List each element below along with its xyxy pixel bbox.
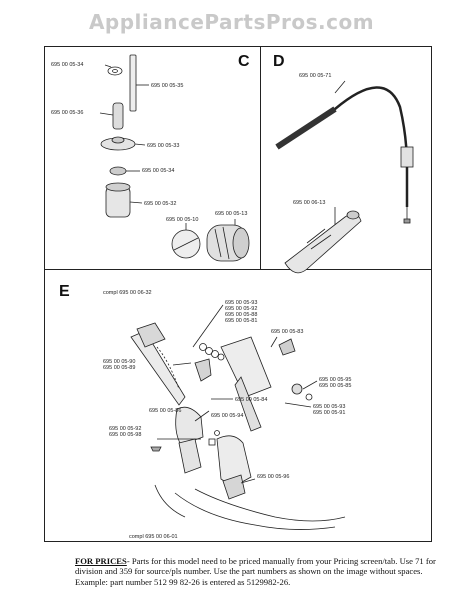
e-clip [278,338,296,356]
pricing-note-lead: FOR PRICES [75,556,127,566]
d-housing [284,213,362,274]
parts-illustration [99,54,414,530]
e-part-number: 695 00 05-88 [225,312,258,318]
pricing-note: FOR PRICES- Parts for this model need to… [75,556,455,587]
e-part-number: 695 00 05-92 [225,306,258,312]
e-nut [214,430,220,436]
c-part-number: 695 00 05-10 [166,217,199,223]
section-letter-d: D [273,53,285,70]
pricing-note-text: - Parts for this model need to be priced… [75,556,436,587]
c-sleeve [112,102,124,130]
e-grip-top [175,406,204,446]
c-part-number: 695 00 05-33 [147,143,180,149]
section-letter-c: C [238,53,250,70]
e-part-number: 695 00 05-96 [257,474,290,480]
site-watermark: AppliancePartsPros.com [88,10,375,34]
section-letter-e: E [59,283,70,300]
section-divider-horizontal [45,269,431,270]
c-part-number: 695 00 05-35 [151,83,184,89]
e-part-number: 695 00 05-98 [109,432,142,438]
e-part-number: 695 00 05-81 [225,318,258,324]
e-part-number: 695 00 05-84 [235,397,268,403]
e-part-number: 695 00 05-91 [313,410,346,416]
d-part-number: 695 00 06-13 [293,200,326,206]
section-divider-vertical [260,47,261,270]
e-trigger [194,358,212,382]
d-flex-shaft [276,86,409,207]
c-part-number: 695 00 05-34 [51,62,84,68]
c-part-number: 695 00 05-34 [142,168,175,174]
c-rod [129,54,137,112]
e-kit-label-bottom: compl 695 00 06-01 [129,534,178,540]
e-kit-label-top: compl 695 00 06-32 [103,290,152,296]
e-part-number: 695 00 05-94 [211,413,244,419]
e-plate [220,336,272,398]
e-part-number: 695 00 05-83 [271,329,304,335]
e-part-number: 695 00 05-89 [103,365,136,371]
e-cable-1 [194,488,346,522]
e-part-number: 695 00 05-92 [109,426,142,432]
c-part-number: 695 00 05-32 [144,201,177,207]
d-part-number: 695 00 05-71 [299,73,332,79]
e-part-number: 695 00 05-90 [103,359,136,365]
c-cup [105,186,131,218]
c-part-number: 695 00 05-36 [51,110,84,116]
e-part-number: 695 00 05-85 [319,383,352,389]
c-part-number: 695 00 05-13 [215,211,248,217]
d-coupling [400,146,414,168]
parts-diagram-sheet: C D E 695 00 05-34 695 00 05-35 695 00 0… [44,46,432,542]
c-nut [109,166,127,176]
e-part-number: 695 00 05-93 [313,404,346,410]
e-part-number: 695 00 05-86 [149,408,182,414]
e-washer-1 [199,343,207,351]
e-part-number: 695 00 05-95 [319,377,352,383]
e-part-number: 695 00 05-93 [225,300,258,306]
c-washer-top [107,66,123,76]
e-knob [291,383,303,395]
